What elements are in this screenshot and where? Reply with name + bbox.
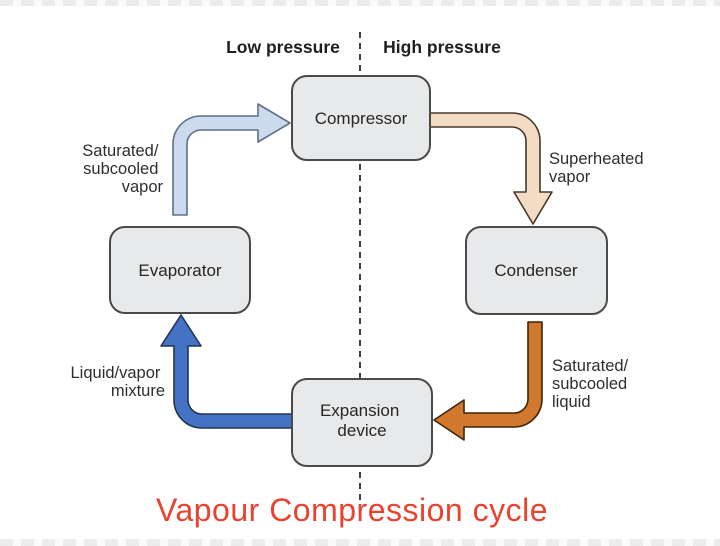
evaporator-box: [109, 226, 251, 314]
top-compression-artifact-band: [0, 0, 720, 6]
high-pressure-label: High pressure: [383, 37, 501, 57]
diagram-title: Vapour Compression cycle: [156, 492, 548, 528]
compressor-box: [291, 75, 431, 161]
arrow-evaporator-to-compressor: [172, 103, 291, 216]
saturated-subcooled-vapor-label: Saturated/ subcooled vapor: [82, 142, 163, 196]
low-pressure-label: Low pressure: [226, 37, 340, 57]
arrow-compressor-to-condenser: [429, 112, 553, 225]
condenser-label: Condenser: [494, 261, 578, 280]
liquid-vapor-mixture-label: Liquid/vapor mixture: [71, 364, 166, 400]
arrow-condenser-to-expansion-device: [433, 321, 543, 441]
expansion-device-box: [291, 378, 433, 467]
evaporator-label: Evaporator: [138, 261, 221, 280]
saturated-subcooled-liquid-label: Saturated/ subcooled liquid: [552, 357, 633, 411]
superheated-vapor-label: Superheated vapor: [549, 150, 648, 186]
expansion-device-label: Expansion device: [320, 401, 404, 440]
condenser-box: [465, 226, 608, 315]
arrow-expansion-device-to-evaporator: [160, 314, 293, 429]
compressor-label: Compressor: [315, 109, 408, 128]
bottom-compression-artifact-band: [0, 539, 720, 546]
